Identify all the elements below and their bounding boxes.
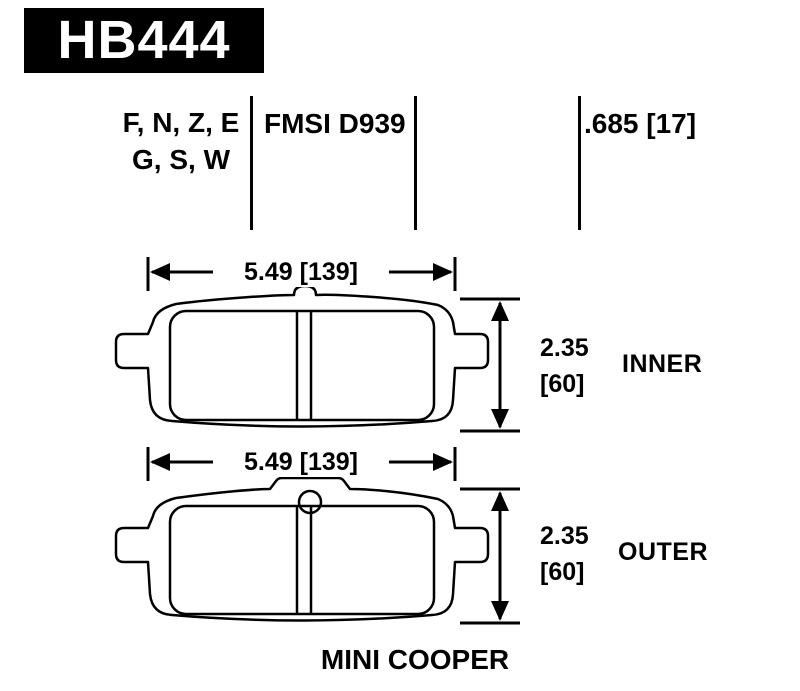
outer-height-extension-lines <box>460 487 520 625</box>
pad-thickness: .685 [17] <box>584 108 697 139</box>
inner-pad-center-slot <box>295 311 313 420</box>
outer-height-dimension-inches: 2.35 <box>540 522 589 551</box>
inner-height-arrow <box>460 297 520 433</box>
compound-codes-line1: F, N, Z, E <box>122 107 240 138</box>
inner-pad-outline <box>114 284 490 428</box>
left-arrowhead-icon <box>150 453 170 471</box>
inner-height-dimension-inches: 2.35 <box>540 334 589 363</box>
up-arrowhead-icon <box>491 491 509 511</box>
fmsi-code: FMSI D939 <box>264 108 406 139</box>
outer-height-arrow <box>460 487 520 625</box>
part-number: HB444 <box>57 10 231 70</box>
right-arrowhead-icon <box>433 263 453 281</box>
outer-pad-drawing <box>114 476 490 622</box>
outer-height-dimension-mm: [60] <box>540 558 585 587</box>
outer-width-dimension: 5.49 [139] <box>213 447 389 477</box>
inner-height-dimension-mm: [60] <box>540 370 585 399</box>
compound-codes-line2: G, S, W <box>132 144 230 175</box>
up-arrowhead-icon <box>491 301 509 321</box>
inner-pad-friction-outline <box>168 309 436 422</box>
column-divider-1 <box>250 96 253 230</box>
outer-pad-outline <box>114 476 490 622</box>
down-arrowhead-icon <box>491 601 509 621</box>
left-arrowhead-icon <box>150 263 170 281</box>
outer-pad-center-slot <box>295 506 313 614</box>
right-arrowhead-icon <box>433 453 453 471</box>
inner-width-dimension: 5.49 [139] <box>213 257 389 287</box>
column-divider-3 <box>578 96 581 230</box>
vehicle-name: MINI COOPER <box>320 644 510 675</box>
inner-pad-drawing <box>114 284 490 428</box>
outer-width-extension-lines <box>146 447 457 481</box>
outer-pad-label: OUTER <box>618 538 708 566</box>
inner-pad-label: INNER <box>622 350 703 378</box>
column-divider-2 <box>414 96 417 230</box>
part-number-box: HB444 <box>24 8 264 73</box>
outer-pad-friction-outline <box>168 504 436 616</box>
compound-codes: F, N, Z, E G, S, W <box>106 104 256 178</box>
inner-height-extension-lines <box>460 297 520 433</box>
down-arrowhead-icon <box>491 409 509 429</box>
inner-width-extension-lines <box>146 257 457 291</box>
